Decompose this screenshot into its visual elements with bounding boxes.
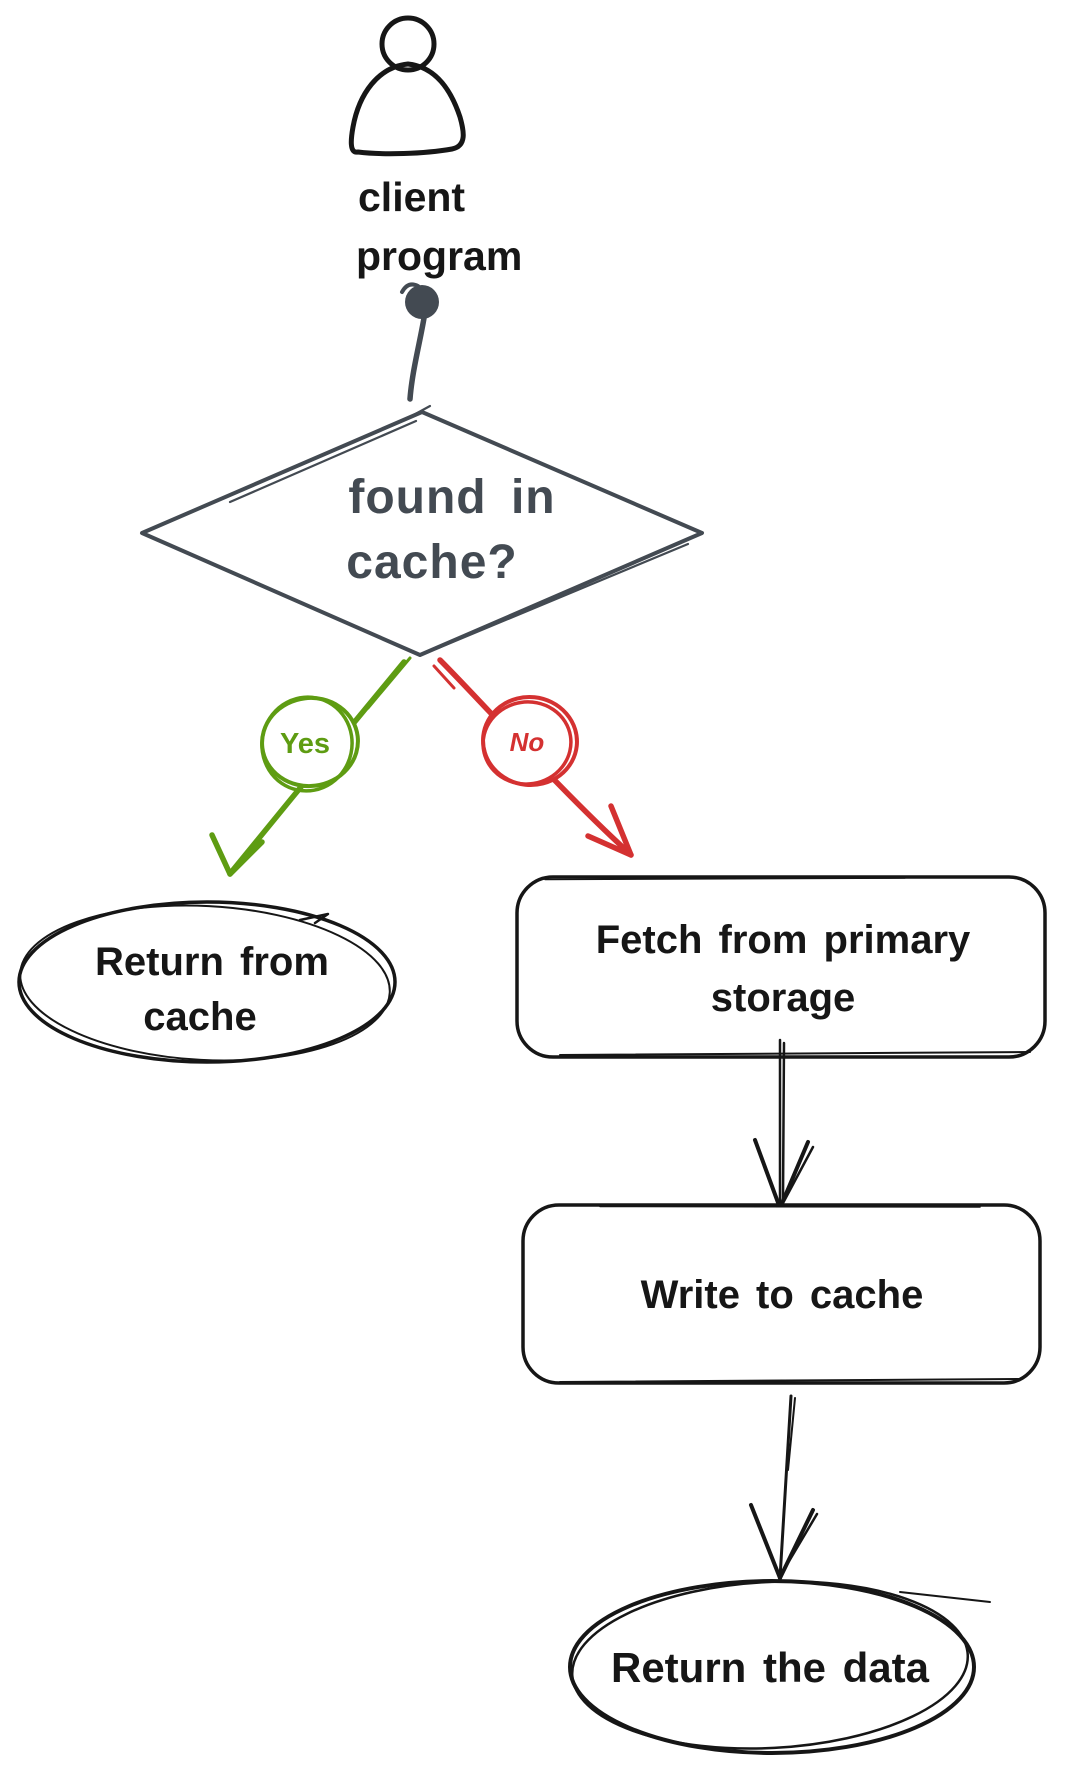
connector-dot [405,285,439,319]
arrow-write-to-return [749,1394,819,1580]
fetch-label-line2: storage [711,976,856,1020]
no-badge: No [481,694,579,788]
person-icon [348,15,466,157]
actor-label-line2: program [356,233,522,279]
node-return-from-cache: Return from cache [17,900,397,1064]
write-cache-label: Write to cache [641,1273,924,1317]
edge-yes-arrow: Yes [209,656,412,877]
node-return-the-data: Return the data [568,1579,991,1755]
return-data-label: Return the data [611,1644,930,1691]
arrow-fetch-to-write [753,1038,815,1220]
node-fetch-primary-storage: Fetch from primary storage [515,875,1047,1059]
actor-label-line1: client [358,174,465,220]
edge-no-arrow: No [432,657,634,858]
yes-label: Yes [280,728,330,760]
yes-badge: Yes [260,695,360,793]
return-cache-label-line1: Return from [95,940,329,984]
decision-diamond: found in cache? [140,404,704,657]
connector-actor-to-decision [400,282,439,402]
fetch-label-line1: Fetch from primary [596,918,971,962]
decision-label-line2: cache? [346,536,517,589]
client-program-actor: client program [348,15,522,279]
node-write-to-cache: Write to cache [521,1203,1042,1385]
no-label: No [510,727,545,757]
return-cache-label-line2: cache [143,995,256,1039]
decision-label-line1: found in [348,471,555,524]
